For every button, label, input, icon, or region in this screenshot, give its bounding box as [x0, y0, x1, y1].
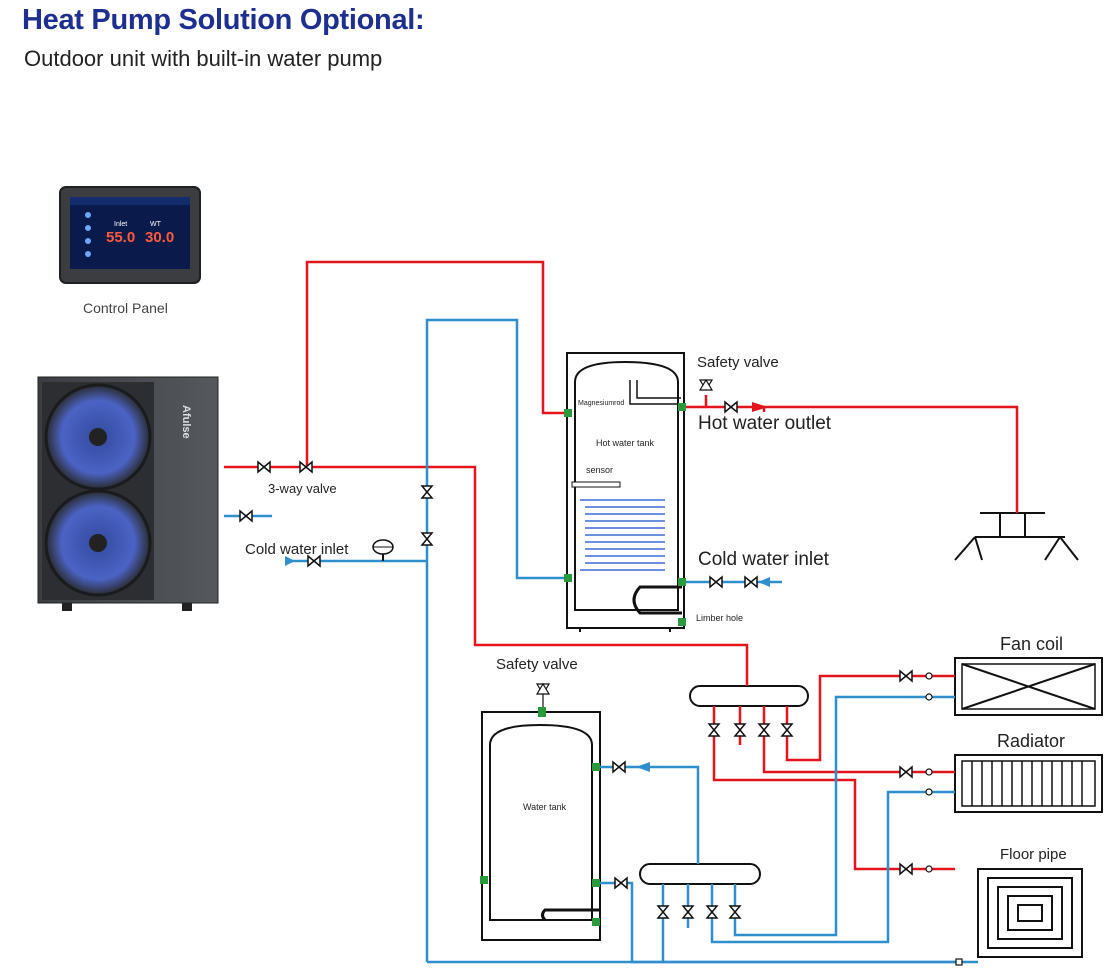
unit-brand-logo: Afulse [180, 405, 192, 439]
cold-water-inlet-left-label: Cold water inlet [245, 541, 349, 558]
hot-outlet-arrow-icon [752, 402, 768, 412]
upper-manifold [689, 685, 809, 707]
pipe-unions [925, 672, 963, 966]
cold-inlet-left-arrow-icon [285, 556, 295, 566]
safety-valve-top-label: Safety valve [697, 354, 779, 371]
screen-inlet-value: 55.0 [106, 229, 136, 246]
fan-coil-label: Fan coil [1000, 634, 1064, 654]
control-panel-label: Control Panel [83, 300, 168, 316]
page-title: Heat Pump Solution Optional: [22, 4, 425, 36]
tank-fittings [480, 403, 686, 926]
radiator-label: Radiator [997, 731, 1066, 751]
hot-water-pipes [224, 260, 1019, 871]
sensor-label: sensor [586, 465, 614, 475]
valves [239, 400, 913, 919]
safety-valve-top-icon [698, 378, 714, 392]
safety-valve-bottom-label: Safety valve [496, 656, 578, 673]
hot-water-tank-label: Hot water tank [596, 438, 655, 448]
outdoor-unit [37, 376, 219, 611]
three-way-valve-label: 3-way valve [268, 481, 337, 496]
cold-inlet-arrow-icon [758, 577, 770, 587]
radiator-unit [954, 754, 1103, 813]
screen-inlet-label: Inlet [114, 221, 128, 228]
safety-valve-bottom-icon [535, 682, 551, 707]
water-tank [481, 707, 601, 941]
limber-hole-label: Limber hole [696, 613, 744, 623]
lower-manifold [639, 863, 761, 885]
magnesium-rod-label: Magnesiumrod [578, 400, 625, 407]
fan-coil-unit [954, 657, 1103, 716]
shower-outlet-icon [954, 512, 1079, 561]
cold-water-inlet-right-label: Cold water inlet [698, 549, 829, 570]
expansion-vessel-icon [372, 539, 394, 561]
hot-water-tank [566, 352, 685, 632]
water-tank-label: Water tank [523, 802, 567, 812]
floor-pipe-unit [977, 868, 1083, 958]
control-panel [59, 186, 201, 284]
screen-wt-value: 30.0 [145, 229, 175, 246]
floor-pipe-label: Floor pipe [1000, 846, 1067, 863]
page-subtitle: Outdoor unit with built-in water pump [24, 46, 383, 71]
hot-water-outlet-label: Hot water outlet [698, 413, 832, 434]
water-tank-inlet-arrow-icon [636, 762, 650, 772]
screen-wt-label: WT [150, 221, 161, 228]
